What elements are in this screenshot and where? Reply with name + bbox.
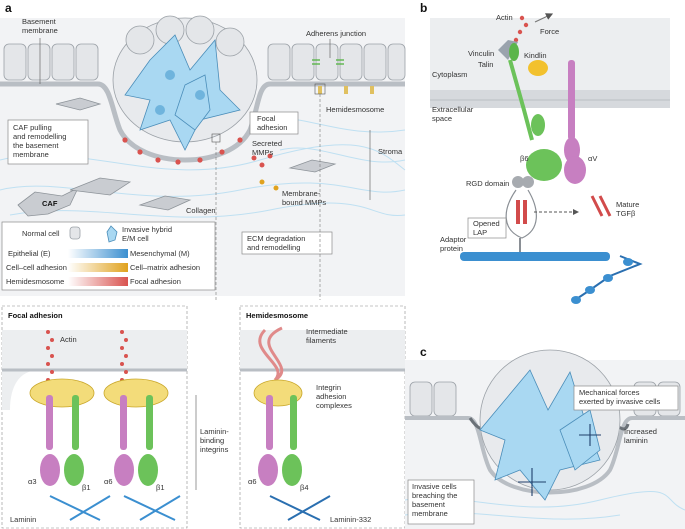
caf-pulling-box <box>7 119 89 165</box>
ecm-box <box>241 231 333 255</box>
focal-adhesion-box <box>249 111 299 135</box>
panel-a-label: a <box>5 1 12 15</box>
legend-epithelial: Epithelial (E) <box>8 249 51 258</box>
collagen-fibres <box>0 117 406 218</box>
panel-b-actin: Actin <box>496 13 513 22</box>
panel-b-label: b <box>420 1 427 15</box>
inset-focal-adhesion: Focal adhesion Actin α3 β1 α6 β1 Laminin <box>1 305 188 529</box>
caf-cell-3 <box>138 195 192 211</box>
panel-b-beta6: β6 <box>520 154 529 163</box>
inset-focal-actin: Actin <box>60 335 77 344</box>
inset-hemi-title: Hemidesmosome <box>246 311 308 320</box>
caf-label: CAF <box>42 199 58 208</box>
legend-cell-cell: Cell–cell adhesion <box>6 263 67 272</box>
mechanical-box <box>573 385 679 411</box>
panel-b-alphav: αV <box>588 154 597 163</box>
legend-hf-gradient <box>68 277 128 286</box>
basement-membrane-line <box>0 81 405 163</box>
stroma-label: Stroma <box>378 147 403 156</box>
adherens-junction-label: Adherens junction <box>306 29 366 38</box>
legend-cc-gradient <box>68 263 128 272</box>
collagen-label: Collagen <box>186 206 216 215</box>
mmp-symbols <box>251 153 273 168</box>
legend-invasive-cell-icon <box>106 225 118 243</box>
panel-b-talin: Talin <box>478 60 493 69</box>
panel-b-rgd: RGD domain <box>466 179 509 188</box>
inset-hemi-beta4: β4 <box>300 483 309 492</box>
legend-normal-cell-icon <box>69 226 81 240</box>
epithelial-cell-row <box>3 43 406 81</box>
membrane-mmp-symbols <box>259 179 279 191</box>
inset-hemi-alpha6: α6 <box>248 477 257 486</box>
caf-cell-2 <box>69 177 132 196</box>
inset-focal-alpha6: α6 <box>104 477 113 486</box>
legend-normal-cell: Normal cell <box>22 229 60 238</box>
legend-cell-matrix: Cell–matrix adhesion <box>130 263 200 272</box>
caf-cell <box>17 187 79 217</box>
hemidesmosome-label: Hemidesmosome <box>326 105 384 114</box>
inset-focal-alpha3: α3 <box>28 477 37 486</box>
legend-focal-adhesion: Focal adhesion <box>130 277 181 286</box>
panel-b-force: Force <box>540 27 559 36</box>
hemidesmosome-marks <box>318 86 374 94</box>
inset-focal-laminin: Laminin <box>10 515 36 524</box>
caf-cell-5 <box>288 159 337 173</box>
panel-b-vinculin: Vinculin <box>468 49 494 58</box>
membrane-mmps-label: Membrane-bound MMPs <box>282 189 326 207</box>
inset-focal-title: Focal adhesion <box>8 311 63 320</box>
breaching-box <box>407 479 475 525</box>
legend-hemidesmosome: Hemidesmosome <box>6 277 64 286</box>
panel-b-kindlin: Kindlin <box>524 51 547 60</box>
tumour-mass <box>112 15 258 151</box>
legend-mesenchymal: Mesenchymal (M) <box>130 249 190 258</box>
inset-hemi-laminin332: Laminin-332 <box>330 515 371 524</box>
panel-b-cytoplasm: Cytoplasm <box>432 70 467 79</box>
inset-focal-beta1-b: β1 <box>156 483 165 492</box>
panel-b: Actin Force Vinculin Kindlin Talin Cytop… <box>430 13 670 304</box>
legend-em-gradient <box>68 249 128 258</box>
inset-focal-beta1-a: β1 <box>82 483 91 492</box>
panel-c-label: c <box>420 345 427 359</box>
adherens-junction-marks <box>312 59 344 65</box>
caf-cell-4 <box>55 97 102 111</box>
